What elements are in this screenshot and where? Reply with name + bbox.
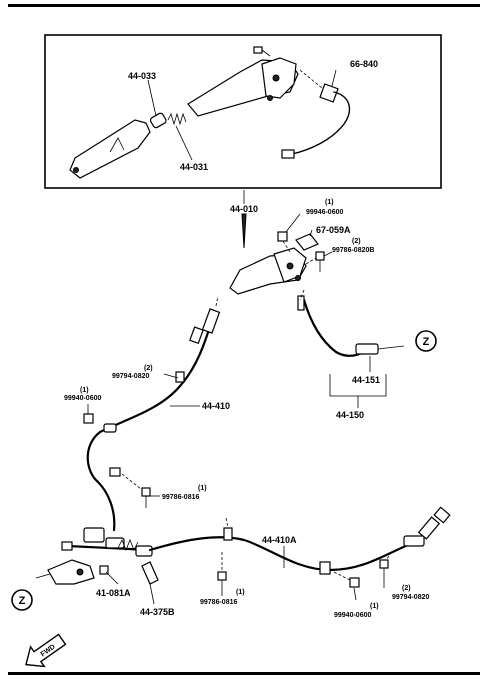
qty-99786-0820B: (2) [352, 238, 361, 245]
label-44-151: 44-151 [352, 375, 380, 385]
lever-assembly-drawing [229, 213, 307, 295]
label-44-410A: 44-410A [262, 535, 297, 545]
leader-lines [87, 69, 387, 605]
lever-grip-drawing [69, 119, 151, 179]
label-44-150: 44-150 [336, 410, 364, 420]
equalizer-drawing [61, 527, 153, 557]
nut-99946-drawing [277, 231, 291, 253]
button-cap-drawing [149, 112, 167, 129]
label-44-375B: 44-375B [140, 607, 175, 617]
qty-99786-0816-lower: (1) [236, 589, 245, 596]
qty-99794-0820-lower: (2) [402, 585, 411, 592]
switch-harness-drawing [281, 69, 351, 159]
label-44-010: 44-010 [230, 204, 258, 214]
label-99786-0820B: 99786-0820B [332, 247, 374, 254]
z-marker-left: Z [11, 589, 33, 611]
svg-text:Z: Z [423, 336, 430, 348]
bolt-99786-0820b-drawing [305, 251, 325, 272]
bottom-rule [8, 672, 480, 675]
main-cable-upper-drawing [86, 295, 221, 532]
z-marker-right: Z [415, 330, 437, 352]
bolt-99794-0820-lower-drawing [379, 551, 393, 582]
bracket-44-375b-drawing [141, 561, 159, 585]
label-99946-0600: 99946-0600 [306, 209, 343, 216]
nut-99940-left-drawing [83, 413, 94, 424]
label-44-031: 44-031 [180, 162, 208, 172]
label-44-033: 44-033 [128, 71, 156, 81]
svg-text:Z: Z [19, 595, 26, 607]
label-99794-0820-lower: 99794-0820 [392, 594, 429, 601]
short-cable-drawing [297, 289, 405, 357]
label-99940-0600-right: 99940-0600 [334, 612, 371, 619]
label-41-081A: 41-081A [96, 588, 131, 598]
spring-drawing [167, 112, 187, 126]
label-99940-0600-left: 99940-0600 [64, 395, 101, 402]
qty-99794-0820-upper: (2) [144, 365, 153, 372]
lever-detail-box [44, 34, 442, 189]
qty-99786-0816-upper: (1) [198, 485, 207, 492]
label-plate-drawing [295, 233, 319, 251]
bolt-99786-0816-lower-drawing [217, 552, 227, 592]
label-99794-0820-upper: 99794-0820 [112, 373, 149, 380]
rear-left-bracket-drawing [35, 559, 109, 585]
label-66-840: 66-840 [350, 59, 378, 69]
lever-body-drawing [187, 57, 299, 117]
label-67-059A: 67-059A [316, 225, 351, 235]
top-rule [8, 4, 480, 7]
label-99786-0816-lower: 99786-0816 [200, 599, 237, 606]
qty-99940-0600-right: (1) [370, 603, 379, 610]
bolt-99786-0816-upper-drawing [121, 473, 151, 508]
rear-cable-drawing [148, 506, 451, 575]
fwd-arrow-icon: FWD [25, 633, 67, 668]
nut-99940-right-drawing [333, 571, 360, 588]
label-99786-0816-upper: 99786-0816 [162, 494, 199, 501]
qty-99946-0600: (1) [325, 199, 334, 206]
label-44-410: 44-410 [202, 401, 230, 411]
lever-bolt-drawing [253, 46, 271, 57]
qty-99940-0600-left: (1) [80, 387, 89, 394]
